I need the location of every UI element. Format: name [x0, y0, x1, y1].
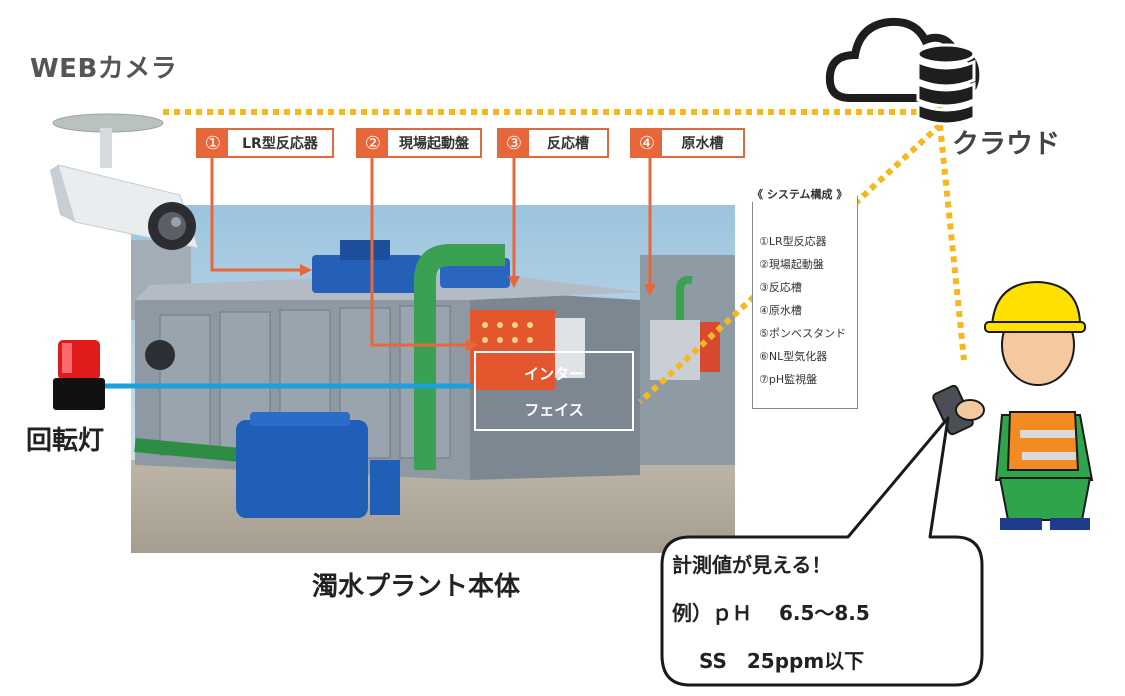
tag-number: ①: [198, 130, 228, 156]
web-camera-icon: [50, 113, 199, 250]
tag-text: 現場起動盤: [399, 136, 469, 152]
legend-item: ③反応槽: [759, 281, 802, 294]
pointer-arrows: [210, 158, 652, 347]
bubble-line1: 計測値が見える！: [672, 553, 832, 577]
plant-photo: [131, 205, 735, 553]
tag-text: LR型反応器: [242, 136, 318, 152]
tag-number: ④: [632, 130, 662, 156]
legend-item: ⑥NL型気化器: [759, 350, 828, 363]
beacon-label: 回転灯: [26, 426, 105, 456]
speech-bubble: [660, 416, 984, 687]
bubble-line3: SS 25ppm以下: [672, 649, 865, 673]
legend-item: ①LR型反応器: [759, 235, 827, 248]
tag-number: ③: [499, 130, 529, 156]
legend-item: ④原水槽: [759, 304, 802, 317]
tag-reaction-tank: ③ 反応槽: [497, 128, 609, 158]
legend-list: ①LR型反応器 ②現場起動盤 ③反応槽 ④原水槽 ⑤ポンベスタンド ⑥NL型気化…: [759, 230, 846, 391]
tag-lr-reactor: ① LR型反応器: [196, 128, 334, 158]
cloud-database-icon: [825, 17, 980, 126]
rotating-beacon-icon: [53, 340, 105, 410]
tag-raw-water-tank: ④ 原水槽: [630, 128, 745, 158]
tag-text: 反応槽: [547, 136, 589, 152]
legend-title: 《 システム構成 》: [749, 186, 851, 202]
tag-control-panel: ② 現場起動盤: [356, 128, 482, 158]
legend-item: ⑦pH監視盤: [759, 373, 818, 386]
legend-item: ⑤ポンベスタンド: [759, 327, 847, 340]
interface-box: インター フェイス: [474, 351, 634, 431]
worker-illustration-icon: [932, 280, 1094, 530]
tag-number: ②: [358, 130, 388, 156]
system-legend: 《 システム構成 》 ①LR型反応器 ②現場起動盤 ③反応槽 ④原水槽 ⑤ポンベ…: [749, 186, 858, 409]
plant-label: 濁水プラント本体: [312, 572, 521, 602]
cloud-label: クラウド: [952, 129, 1060, 160]
legend-item: ②現場起動盤: [759, 258, 824, 271]
webcam-label: WEBカメラ: [30, 54, 178, 84]
bubble-line2: 例）ｐＨ 6.5～8.5: [672, 601, 870, 625]
interface-label-line1: インター: [523, 365, 584, 383]
interface-label-line2: フェイス: [524, 401, 584, 419]
tag-text: 原水槽: [681, 136, 724, 152]
